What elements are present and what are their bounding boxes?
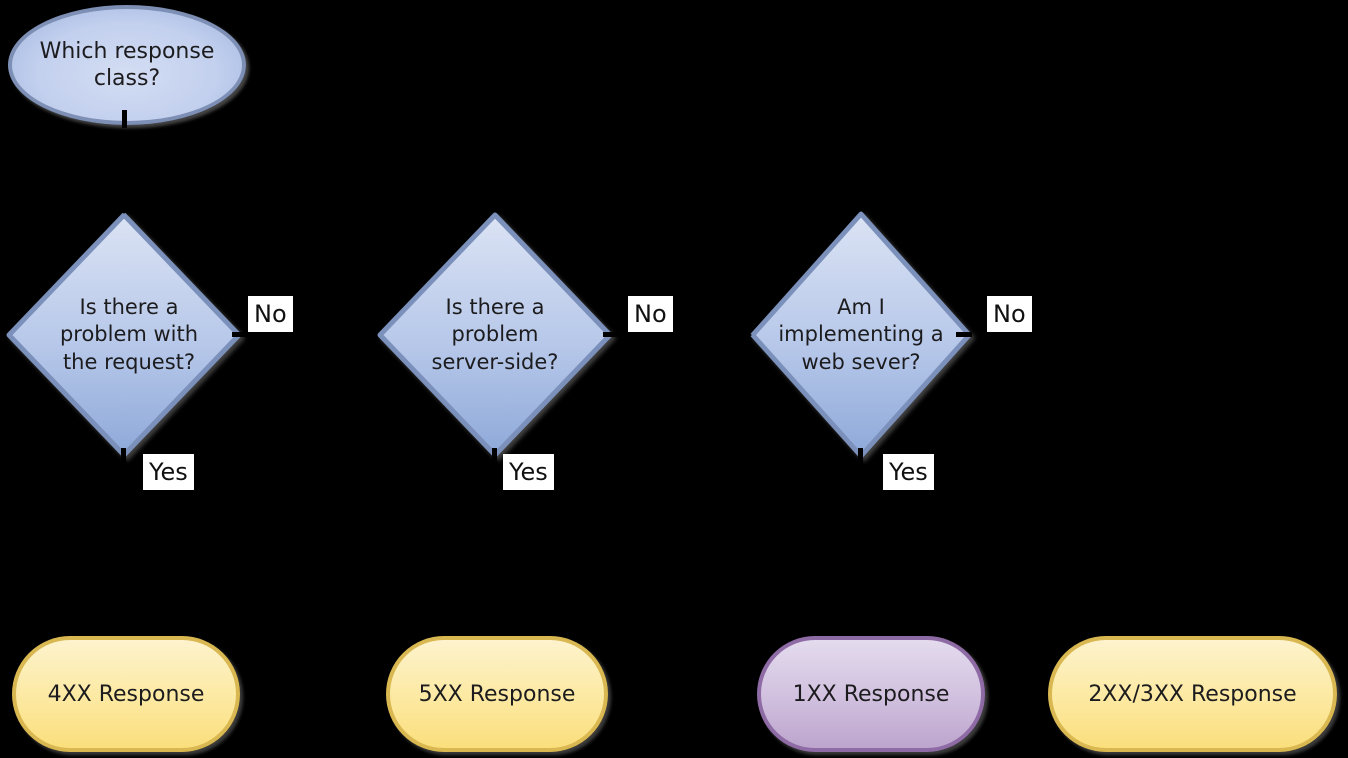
decision-label-request-problem: Is there a problem with the request? [59, 295, 199, 374]
arrowhead-into-result-2xx3xx [1183, 622, 1201, 634]
edge-label-yes-3: Yes [883, 454, 934, 491]
arrowhead-into-diamond-2 [364, 327, 376, 343]
connector-stub-diamond-3-bottom [858, 448, 863, 464]
connector-stub-diamond-3-right [956, 332, 972, 337]
arrowhead-into-result-5xx [488, 622, 506, 634]
decision-label-web-server: Am I implementing a web sever? [778, 295, 944, 374]
arrowhead-into-result-4xx [116, 622, 134, 634]
connector-stub-diamond-2-right [603, 332, 619, 337]
result-label-5xx: 5XX Response [418, 681, 576, 707]
decision-label-wrap: Am I implementing a web sever? [746, 255, 976, 415]
decision-label-server-side: Is there a problem server-side? [431, 295, 559, 374]
arrowhead-into-diamond-3 [740, 327, 752, 343]
result-node-2xx3xx: 2XX/3XX Response [1048, 636, 1337, 752]
start-node-ellipse: Which response class? [8, 5, 246, 125]
edge-label-no-3: No [987, 296, 1032, 333]
connector-stub-diamond-2-bottom [492, 448, 497, 464]
decision-label-wrap: Is there a problem with the request? [14, 255, 244, 415]
start-node-label: Which response class? [39, 38, 215, 92]
edge-label-yes-1: Yes [143, 454, 194, 491]
result-node-5xx: 5XX Response [386, 636, 608, 752]
result-label-1xx: 1XX Response [792, 681, 950, 707]
edge-label-no-1: No [248, 296, 293, 333]
result-node-4xx: 4XX Response [12, 636, 240, 752]
connector-stub-diamond-1-right [232, 332, 248, 337]
decision-label-wrap: Is there a problem server-side? [380, 255, 610, 415]
result-node-1xx: 1XX Response [757, 636, 985, 752]
edge-label-no-2: No [628, 296, 673, 333]
edge-label-yes-2: Yes [503, 454, 554, 491]
connector-stub-diamond-1-bottom [121, 448, 126, 464]
result-label-2xx3xx: 2XX/3XX Response [1088, 681, 1297, 707]
arrowhead-into-diamond-1 [115, 202, 133, 214]
result-label-4xx: 4XX Response [47, 681, 205, 707]
arrowhead-into-result-1xx [854, 622, 872, 634]
connector-stub-start-bottom [122, 110, 127, 128]
